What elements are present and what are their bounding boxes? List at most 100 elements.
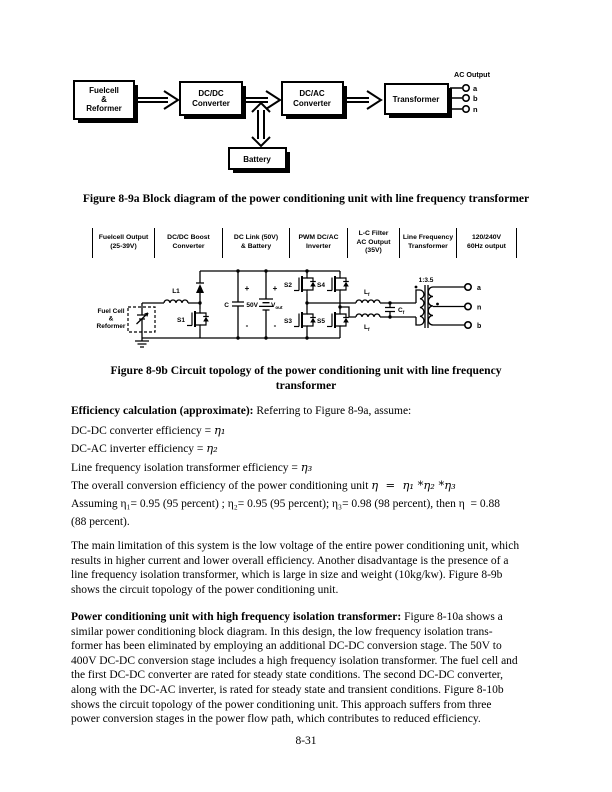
- eta1-symbol: η₁: [213, 422, 226, 437]
- s3-label: S3: [284, 318, 292, 325]
- block-dcac-converter: [281, 81, 344, 116]
- c-plus-sign: +: [245, 284, 250, 293]
- fuelcell-text-line1: Fuel Cell: [97, 308, 124, 315]
- terminal-n-label: n: [473, 105, 478, 114]
- mosfet-s3: [293, 309, 317, 331]
- arrow-fuelcell-to-dcdc: [138, 90, 180, 110]
- out-a-label: a: [477, 285, 481, 292]
- dcdc-label-line1: DC/DC: [198, 89, 224, 98]
- vout-label: Vout: [271, 302, 283, 310]
- boost-diode: [196, 282, 204, 293]
- fuelcell-label-line1: Fuelcell: [89, 86, 119, 95]
- s1-label: S1: [177, 317, 185, 324]
- paragraph-high-frequency: Power conditioning unit with high freque…: [71, 610, 551, 727]
- block-battery: [228, 147, 287, 170]
- xfmr-secondary-taps: [433, 286, 465, 326]
- terminal-n: [461, 104, 470, 113]
- l1-label: L1: [172, 288, 180, 295]
- dcac-label-line2: Converter: [293, 99, 331, 108]
- ac-output-label: AC Output: [454, 70, 491, 79]
- mosfet-s4: [326, 273, 350, 295]
- dcac-label-line1: DC/AC: [299, 89, 325, 98]
- stage-output-120-240: 120/240V 60Hz output: [456, 228, 517, 258]
- ratio-label: 1:3.5: [419, 277, 434, 284]
- battery-label: Battery: [243, 155, 271, 164]
- efficiency-line-dcac: DC-AC inverter efficiency = η₂: [71, 439, 571, 458]
- fuelcell-source-symbol: [136, 303, 149, 338]
- paragraph-high-frequency-lead: Power conditioning unit with high freque…: [71, 611, 402, 623]
- s5-label: S5: [317, 318, 325, 325]
- block-fuelcell-reformer: [73, 80, 135, 120]
- efficiency-heading-rest: Referring to Figure 8-9a, assume:: [253, 405, 412, 417]
- cap-cf: [385, 303, 395, 317]
- terminal-b-label: b: [473, 94, 478, 103]
- s2-label: S2: [284, 282, 292, 289]
- stage-lc-filter: L-C Filter AC Output (35V): [347, 228, 399, 258]
- out-n-label: n: [477, 305, 481, 312]
- fuelcell-text-line3: Reformer: [97, 323, 126, 330]
- cf-label: Cf: [398, 307, 405, 315]
- efficiency-line-dcdc-text: DC-DC converter efficiency =: [71, 424, 214, 437]
- out-terminal-n: [463, 302, 472, 311]
- paragraph-high-frequency-body: Figure 8-10a shows a similar power condi…: [71, 611, 518, 726]
- terminal-a-label: a: [473, 84, 478, 93]
- battery-50v-plates: [259, 298, 273, 311]
- efficiency-line-dcdc: DC-DC converter efficiency = η₁: [71, 421, 571, 440]
- fuelcell-label-line3: Reformer: [86, 104, 122, 113]
- stage-line-freq-transformer: Line Frequency Transformer: [399, 228, 456, 258]
- filter-bottom-line: [340, 306, 416, 318]
- figure-9b-stage-labels: Fuelcell Output (25-39V) DC/DC Boost Con…: [92, 228, 517, 258]
- c-label: C: [224, 302, 229, 309]
- efficiency-line-overall: The overall conversion efficiency of the…: [71, 476, 571, 495]
- stage-pwm-inverter: PWM DC/AC Inverter: [289, 228, 347, 258]
- inductor-l1: [163, 299, 189, 304]
- cap-c-plates: [232, 301, 244, 307]
- xfmr-secondary-coil: [427, 286, 434, 326]
- block-transformer: [384, 83, 449, 115]
- out-b-label: b: [477, 323, 481, 330]
- xfmr-primary-coil: [419, 289, 425, 326]
- mosfet-s5: [326, 309, 350, 331]
- vout-minus-sign: -: [274, 321, 277, 330]
- efficiency-heading-bold: Efficiency calculation (approximate):: [71, 405, 254, 417]
- node-dots: [198, 269, 439, 340]
- efficiency-line-overall-text: The overall conversion efficiency of the…: [71, 480, 372, 492]
- ac-output-terminals: [450, 83, 470, 113]
- overall-eta-formula: η = η₁ *η₂ *η₃: [371, 478, 456, 492]
- inductor-lf-bottom: [355, 313, 381, 318]
- block-dcdc-converter: [179, 81, 243, 116]
- xfmr-primary-stubs: [415, 289, 420, 326]
- out-terminal-a: [463, 282, 472, 291]
- efficiency-line-transformer-text: Line frequency isolation transformer eff…: [71, 461, 301, 474]
- lf-bottom-label: Lf: [364, 324, 370, 332]
- arrow-dcdc-to-dcac: [246, 90, 282, 110]
- stage-dc-link: DC Link (50V) & Battery: [222, 228, 289, 258]
- inductor-lf-top: [355, 299, 381, 304]
- stage-fuelcell-output: Fuelcell Output (25-39V): [92, 228, 154, 258]
- efficiency-heading: Efficiency calculation (approximate): Re…: [71, 402, 571, 421]
- vout-plus-sign: +: [273, 284, 278, 293]
- paragraph-main-limitation: The main limitation of this system is th…: [71, 540, 520, 596]
- mosfet-s2: [293, 273, 317, 295]
- eta3-symbol: η₃: [300, 459, 313, 474]
- stage-dcdc-boost: DC/DC Boost Converter: [154, 228, 222, 258]
- ground-symbol: [135, 338, 149, 348]
- dcdc-label-line2: Converter: [192, 99, 230, 108]
- arrow-dcdc-battery-bidirectional: [251, 101, 271, 148]
- mosfet-s1: [186, 308, 210, 330]
- fuelcell-label-line2: &: [101, 95, 107, 104]
- s4-label: S4: [317, 282, 325, 289]
- arrow-dcac-to-transformer: [347, 90, 383, 110]
- v50-label: 50V: [246, 302, 258, 309]
- page-number: 8-31: [295, 735, 317, 747]
- efficiency-section: Efficiency calculation (approximate): Re…: [71, 402, 571, 532]
- c-minus-sign: -: [246, 321, 249, 330]
- transformer-label: Transformer: [393, 95, 440, 104]
- out-terminal-b: [463, 320, 472, 329]
- figure-9a-block-diagram: Fuelcell & Reformer DC/DC Converter DC/A…: [73, 70, 491, 173]
- efficiency-line-transformer: Line frequency isolation transformer eff…: [71, 458, 571, 477]
- efficiency-line-dcac-text: DC-AC inverter efficiency =: [71, 443, 207, 455]
- figure-9b-caption: Figure 8-9b Circuit topology of the powe…: [110, 364, 502, 392]
- terminal-a: [461, 83, 470, 92]
